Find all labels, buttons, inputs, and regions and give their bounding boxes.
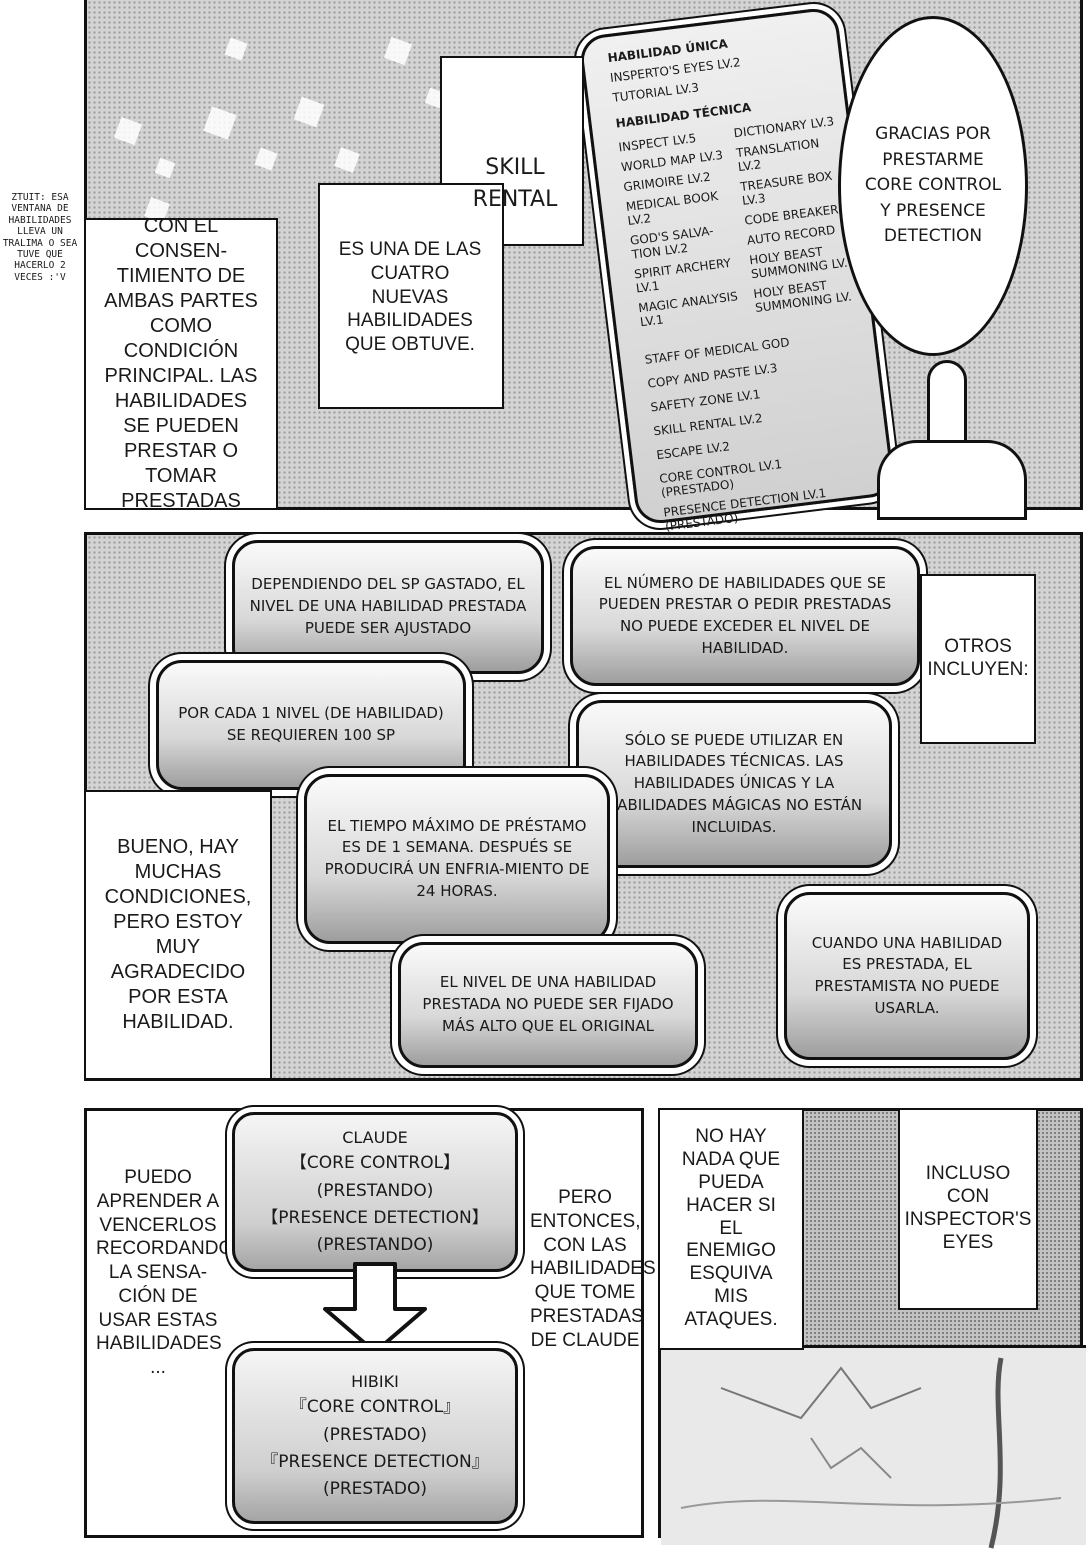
others-include-box: OTROS INCLUYEN: bbox=[920, 574, 1036, 744]
hibiki-skill-1: 『CORE CONTROL』 bbox=[289, 1397, 461, 1418]
claude-skill-2: 【PRESENCE DETECTION】 bbox=[261, 1207, 489, 1228]
speech-text: GRACIAS POR PRESTARME CORE CONTROL Y PRE… bbox=[864, 124, 1002, 247]
hibiki-skill-2: 『PRESENCE DETECTION』 bbox=[261, 1451, 489, 1472]
battle-sketch bbox=[680, 1357, 1062, 1549]
translator-note: ZTUIT: ESA VENTANA DE HABILIDADES LLEVA … bbox=[2, 192, 78, 283]
condition-sp-cost: POR CADA 1 NIVEL (DE HABILIDAD) SE REQUI… bbox=[156, 660, 466, 790]
hibiki-status-2: (PRESTADO) bbox=[322, 1478, 428, 1499]
claude-skill-box: CLAUDE 【CORE CONTROL】 (PRESTANDO) 【PRESE… bbox=[232, 1112, 518, 1272]
skill-entry: TUTORIAL LV.3 bbox=[611, 80, 700, 105]
skill-entry: MAGIC ANALYSIS LV.1 bbox=[637, 289, 739, 330]
skill-entry: SPIRIT ARCHERY LV.1 bbox=[633, 255, 732, 296]
claude-skill-1: 【CORE CONTROL】 bbox=[289, 1153, 461, 1174]
claude-status-2: (PRESTANDO) bbox=[316, 1234, 434, 1255]
battle-scene bbox=[661, 1345, 1086, 1549]
condition-level-cap: EL NIVEL DE UNA HABILIDAD PRESTADA NO PU… bbox=[398, 942, 698, 1068]
claude-name: CLAUDE bbox=[342, 1127, 408, 1147]
hand bbox=[877, 440, 1027, 520]
claude-status-1: (PRESTANDO) bbox=[316, 1180, 434, 1201]
skill-entry: MEDICAL BOOK LV.2 bbox=[625, 188, 719, 228]
skill-rental-description: ES UNA DE LAS CUATRO NUEVAS HABILIDADES … bbox=[338, 239, 482, 355]
skill-entry: INSPECT LV.5 bbox=[617, 131, 697, 155]
narration-right: PERO ENTONCES, CON LAS HABILIDADES QUE T… bbox=[530, 1187, 656, 1351]
condition-tech-only: SÓLO SE PUEDE UTILIZAR EN HABILIDADES TÉ… bbox=[576, 700, 892, 868]
skill-rental-box-lower bbox=[318, 183, 504, 409]
narration-box: NO HAY NADA QUE PUEDA HACER SI EL ENEMIG… bbox=[658, 1108, 804, 1350]
narration-box: INCLUSO CON INSPECTOR'S EYES bbox=[898, 1108, 1038, 1310]
condition-max-skills: EL NÚMERO DE HABILIDADES QUE SE PUEDEN P… bbox=[570, 546, 920, 686]
skill-entry: GOD'S SALVA-TION LV.2 bbox=[629, 223, 715, 262]
narration-box: CON EL CONSEN-TIMIENTO DE AMBAS PARTES C… bbox=[84, 215, 278, 512]
skill-entry: SAFETY ZONE LV.1 bbox=[649, 387, 762, 415]
narration-box: BUENO, HAY MUCHAS CONDICIONES, PERO ESTO… bbox=[84, 790, 272, 1080]
condition-max-time: EL TIEMPO MÁXIMO DE PRÉSTAMO ES DE 1 SEM… bbox=[304, 774, 610, 944]
hibiki-skill-box: HIBIKI 『CORE CONTROL』 (PRESTADO) 『PRESEN… bbox=[232, 1348, 518, 1524]
condition-lender-lock: CUANDO UNA HABILIDAD ES PRESTADA, EL PRE… bbox=[784, 892, 1030, 1060]
skill-entry: ESCAPE LV.2 bbox=[655, 439, 731, 463]
hibiki-status-1: (PRESTADO) bbox=[322, 1424, 428, 1445]
skill-entry: SKILL RENTAL LV.2 bbox=[652, 411, 764, 439]
skill-rental-title: SKILL RENTAL bbox=[472, 155, 558, 212]
skill-entry: HOLY BEAST SUMMONING LV. bbox=[752, 278, 853, 316]
hibiki-name: HIBIKI bbox=[351, 1371, 399, 1391]
narration-left: PUEDO APRENDER A VENCERLOS RECORDANDO LA… bbox=[96, 1167, 234, 1378]
tech-skills-header: HABILIDAD TÉCNICA bbox=[614, 100, 752, 131]
down-arrow-icon bbox=[323, 1262, 427, 1354]
speech-bubble: GRACIAS POR PRESTARME CORE CONTROL Y PRE… bbox=[838, 16, 1028, 356]
condition-sp-level: DEPENDIENDO DEL SP GASTADO, EL NIVEL DE … bbox=[232, 540, 544, 674]
